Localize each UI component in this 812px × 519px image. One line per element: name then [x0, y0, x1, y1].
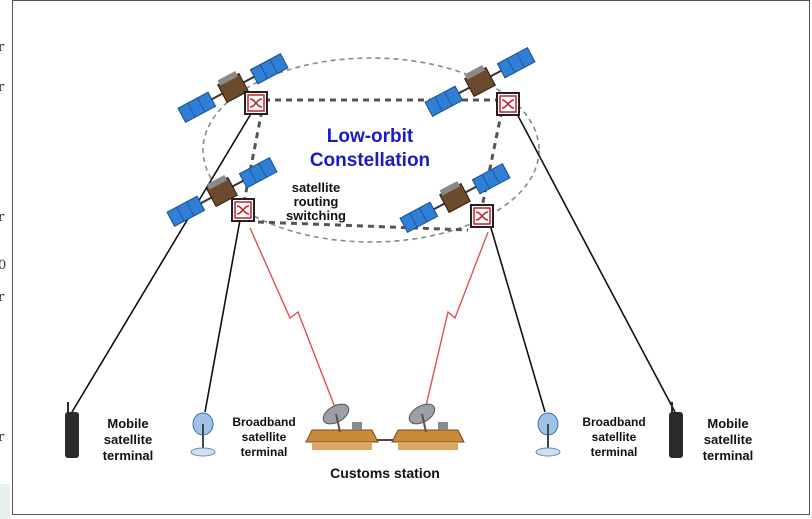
broadband-left-1: Broadband	[232, 415, 295, 429]
left-page-edge: r r r 0 r r	[0, 0, 10, 519]
mobile-right-2: satellite	[704, 432, 752, 447]
dish-antenna-icon	[190, 412, 216, 457]
mobile-left-1: Mobile	[107, 416, 148, 431]
router-switch-icon	[496, 92, 520, 116]
satellite-icon	[174, 47, 290, 126]
edge-glyph: r	[0, 290, 5, 305]
title-line2: Constellation	[310, 150, 430, 171]
router-switch-icon	[231, 198, 255, 222]
broadband-right-2: satellite	[592, 430, 637, 444]
routing-label-2: routing	[294, 194, 339, 209]
customs-links	[249, 227, 489, 411]
orbit-ellipse	[202, 57, 540, 243]
customs-station-label: Customs station	[330, 465, 440, 481]
terminal-links	[71, 111, 676, 413]
figure-frame	[12, 0, 810, 515]
ground-station-icon	[391, 399, 465, 451]
edge-glyph: r	[0, 40, 5, 55]
mobile-right-1: Mobile	[707, 416, 748, 431]
dish-antenna-icon	[535, 412, 561, 457]
routing-label-3: switching	[286, 208, 346, 223]
mobile-right-3: terminal	[703, 448, 754, 463]
inter-satellite-links	[241, 98, 506, 232]
left-tint	[0, 484, 10, 519]
broadband-left-3: terminal	[241, 445, 288, 459]
broadband-left-2: satellite	[242, 430, 287, 444]
edge-glyph: 0	[0, 258, 7, 273]
mobile-phone-icon	[669, 402, 683, 458]
edge-glyph: r	[0, 80, 5, 95]
broadband-right-1: Broadband	[582, 415, 645, 429]
mobile-left-2: satellite	[104, 432, 152, 447]
edge-glyph: r	[0, 210, 5, 225]
router-switch-icon	[470, 204, 494, 228]
ground-station-icon	[305, 399, 379, 451]
router-switch-icon	[244, 91, 268, 115]
routing-label-1: satellite	[292, 180, 340, 195]
mobile-left-3: terminal	[103, 448, 154, 463]
mobile-phone-icon	[65, 402, 79, 458]
broadband-right-3: terminal	[591, 445, 638, 459]
title-line1: Low-orbit	[327, 126, 414, 147]
edge-glyph: r	[0, 430, 5, 445]
